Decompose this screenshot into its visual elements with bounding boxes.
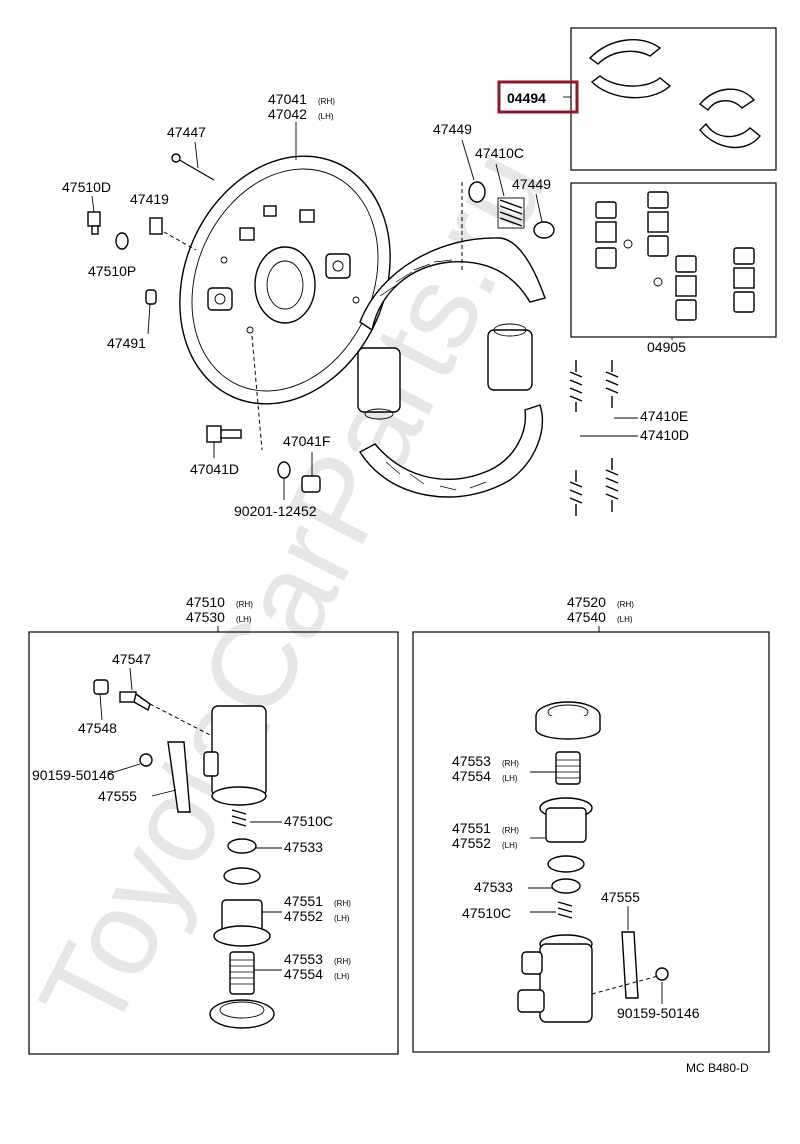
- bolt-47041D[interactable]: [206, 425, 242, 443]
- label-47041-rh: (RH): [318, 97, 335, 106]
- spring-47510C-right[interactable]: [557, 901, 573, 919]
- label-47552-left: 47552: [284, 908, 323, 924]
- label-47447: 47447: [167, 124, 206, 140]
- boot-left[interactable]: [209, 999, 275, 1029]
- spring-47410C[interactable]: [497, 197, 525, 229]
- bolt-90159-right[interactable]: [655, 967, 669, 981]
- washer-47510P[interactable]: [115, 232, 129, 250]
- cup-ring-left[interactable]: [223, 867, 261, 885]
- label-47555-right: 47555: [601, 889, 640, 905]
- label-47042: 47042: [268, 106, 307, 122]
- label-47551-left: 47551: [284, 893, 323, 909]
- label-47551-right: 47551: [452, 820, 491, 836]
- label-47042-lh: (LH): [318, 112, 334, 121]
- label-47510D: 47510D: [62, 179, 111, 195]
- label-47551-right-rh: (RH): [502, 826, 519, 835]
- label-90201-12452: 90201-12452: [234, 503, 317, 519]
- label-47041D: 47041D: [190, 461, 239, 477]
- backing-plate[interactable]: [142, 122, 429, 437]
- label-47547: 47547: [112, 651, 151, 667]
- label-47554-lh: (LH): [334, 972, 350, 981]
- label-47554-left: 47554: [284, 966, 323, 982]
- spring-47510C-left[interactable]: [231, 809, 247, 827]
- label-47540: 47540: [567, 609, 606, 625]
- bracket-right[interactable]: [621, 931, 639, 999]
- washer-90201[interactable]: [277, 461, 291, 479]
- highlight-04494: [497, 80, 579, 114]
- label-47553-rh: (RH): [334, 957, 351, 966]
- label-47410E: 47410E: [640, 408, 688, 424]
- spring-seat-47449-a[interactable]: [468, 181, 486, 203]
- label-47419: 47419: [130, 191, 169, 207]
- return-springs[interactable]: [569, 360, 619, 516]
- adjuster-left[interactable]: [229, 951, 255, 995]
- label-47510C-right: 47510C: [462, 905, 511, 921]
- label-47548: 47548: [78, 720, 117, 736]
- label-47510: 47510: [186, 594, 225, 610]
- cylinder-body-right[interactable]: [517, 934, 593, 1023]
- label-47491: 47491: [107, 335, 146, 351]
- label-47510P: 47510P: [88, 263, 136, 279]
- bolt-90159-left[interactable]: [139, 753, 153, 767]
- label-47410D: 47410D: [640, 427, 689, 443]
- label-47041: 47041: [268, 91, 307, 107]
- shoe-kit-04494[interactable]: [588, 39, 761, 149]
- bleeder-cap[interactable]: [93, 679, 109, 695]
- clip-47491[interactable]: [145, 289, 157, 305]
- adjuster-right[interactable]: [555, 751, 581, 785]
- label-47553-right: 47553: [452, 753, 491, 769]
- label-47552-lh: (LH): [334, 914, 350, 923]
- cylinder-box-right: [412, 631, 770, 1053]
- cylinder-kit-04905[interactable]: [595, 191, 755, 321]
- label-47449-b: 47449: [512, 176, 551, 192]
- wheel-cylinder-top[interactable]: [357, 323, 533, 420]
- kit-box-04905: [570, 182, 777, 338]
- label-47533-right: 47533: [474, 879, 513, 895]
- bleeder-screw[interactable]: [119, 691, 151, 712]
- piston-left[interactable]: [213, 899, 271, 947]
- label-90159-left: 90159-50146: [32, 767, 115, 783]
- label-47555-left: 47555: [98, 788, 137, 804]
- label-47530: 47530: [186, 609, 225, 625]
- brake-shoe-upper[interactable]: [359, 237, 546, 332]
- cylinder-box-left: [28, 631, 399, 1055]
- boot-right[interactable]: [535, 701, 601, 740]
- brake-shoe-lower[interactable]: [359, 404, 544, 498]
- cap-47041F[interactable]: [301, 475, 321, 493]
- label-47553-left: 47553: [284, 951, 323, 967]
- spring-seat-47449-b[interactable]: [533, 221, 555, 239]
- label-47551-rh: (RH): [334, 899, 351, 908]
- label-47410C: 47410C: [475, 145, 524, 161]
- label-47533-left: 47533: [284, 839, 323, 855]
- label-47530-lh: (LH): [236, 615, 252, 624]
- cylinder-body-left[interactable]: [203, 705, 267, 806]
- cup-ring-right[interactable]: [547, 855, 585, 873]
- cup-47533-left[interactable]: [227, 838, 257, 854]
- kit-box-04494: [570, 27, 777, 171]
- label-47520-rh: (RH): [617, 600, 634, 609]
- catalog-code: MC B480-D: [686, 1061, 749, 1075]
- label-47554-right-lh: (LH): [502, 774, 518, 783]
- bleeder-bolt[interactable]: [87, 211, 101, 235]
- label-04905: 04905: [647, 339, 686, 355]
- label-47552-right-lh: (LH): [502, 841, 518, 850]
- clip-47419[interactable]: [149, 217, 163, 235]
- label-47540-lh: (LH): [617, 615, 633, 624]
- label-47510-rh: (RH): [236, 600, 253, 609]
- label-47449-a: 47449: [433, 121, 472, 137]
- shoe-hold-pin[interactable]: [171, 153, 215, 181]
- label-90159-right: 90159-50146: [617, 1005, 700, 1021]
- label-47552-right: 47552: [452, 835, 491, 851]
- label-47554-right: 47554: [452, 768, 491, 784]
- cup-47533-right[interactable]: [551, 878, 581, 894]
- label-04494: 04494: [507, 90, 546, 106]
- label-47510C-left: 47510C: [284, 813, 333, 829]
- bracket-left[interactable]: [167, 741, 191, 813]
- label-47553-right-rh: (RH): [502, 759, 519, 768]
- label-47520: 47520: [567, 594, 606, 610]
- piston-right[interactable]: [539, 797, 593, 843]
- label-47041F: 47041F: [283, 433, 330, 449]
